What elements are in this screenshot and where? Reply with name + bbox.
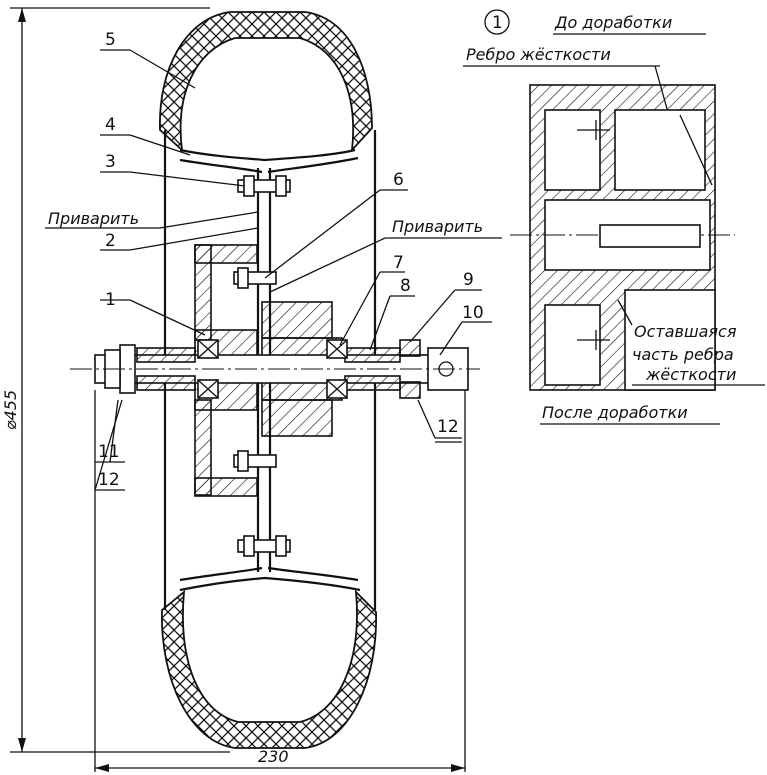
svg-text:12: 12 bbox=[98, 470, 120, 490]
svg-text:1: 1 bbox=[105, 290, 116, 310]
callout-weld-left: Приварить bbox=[45, 209, 259, 229]
callout-4: 4 bbox=[100, 115, 191, 156]
callout-2: 2 bbox=[100, 227, 259, 251]
bolts bbox=[233, 175, 291, 557]
detail-section bbox=[510, 84, 735, 391]
svg-text:10: 10 bbox=[462, 303, 484, 323]
callout-9: 9 bbox=[409, 270, 482, 343]
svg-text:Приварить: Приварить bbox=[48, 209, 139, 228]
svg-text:Приварить: Приварить bbox=[392, 217, 483, 236]
svg-text:11: 11 bbox=[98, 442, 120, 462]
svg-text:1: 1 bbox=[492, 13, 503, 33]
callout-1: 1 bbox=[100, 290, 206, 336]
detail-marker: 1 bbox=[484, 9, 510, 35]
svg-text:После доработки: После доработки bbox=[542, 403, 688, 422]
callout-7: 7 bbox=[339, 253, 405, 346]
diameter-label: ⌀455 bbox=[1, 390, 20, 430]
svg-text:5: 5 bbox=[105, 30, 116, 50]
svg-text:2: 2 bbox=[105, 231, 116, 251]
svg-text:4: 4 bbox=[105, 115, 116, 135]
svg-text:12: 12 bbox=[437, 417, 459, 437]
tire-bottom bbox=[161, 589, 377, 749]
detail-before-title: До доработки bbox=[553, 13, 706, 35]
callout-12-left: 12 bbox=[94, 399, 125, 491]
detail-remaining-label: Оставшаяся часть ребра жёсткости bbox=[617, 299, 765, 386]
svg-text:часть ребра: часть ребра bbox=[632, 345, 734, 364]
svg-text:8: 8 bbox=[400, 276, 411, 296]
svg-text:9: 9 bbox=[463, 270, 474, 290]
callout-11: 11 bbox=[95, 399, 125, 463]
callout-12-right: 12 bbox=[417, 399, 462, 443]
svg-text:7: 7 bbox=[393, 253, 404, 273]
dimension-diameter: ⌀455 bbox=[1, 7, 230, 753]
width-label: 230 bbox=[258, 747, 289, 766]
dimension-width: 230 bbox=[94, 390, 466, 772]
svg-text:6: 6 bbox=[393, 170, 404, 190]
callout-8: 8 bbox=[369, 276, 415, 351]
svg-text:Оставшаяся: Оставшаяся bbox=[634, 322, 737, 341]
svg-text:Ребро жёсткости: Ребро жёсткости bbox=[466, 45, 611, 64]
detail-after-title: После доработки bbox=[540, 403, 720, 425]
callout-6: 6 bbox=[264, 170, 408, 279]
tire-top bbox=[159, 11, 373, 153]
callout-5: 5 bbox=[100, 30, 196, 89]
svg-text:жёсткости: жёсткости bbox=[645, 365, 736, 384]
svg-text:До доработки: До доработки bbox=[554, 13, 672, 32]
callout-3: 3 bbox=[100, 152, 246, 187]
callout-weld-right: Приварить bbox=[269, 217, 502, 293]
callout-10: 10 bbox=[439, 303, 492, 356]
svg-text:3: 3 bbox=[105, 152, 116, 172]
